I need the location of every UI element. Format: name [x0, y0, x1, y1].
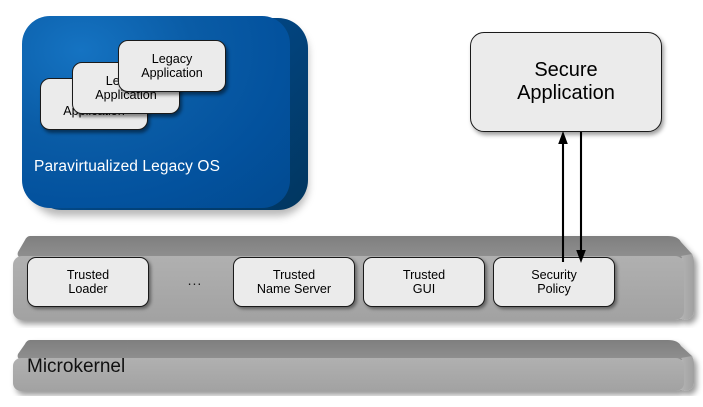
trusted-name-server-line1: Trusted — [272, 267, 316, 282]
trusted-name-server-line2: Name Server — [256, 282, 332, 296]
security-policy-box: Security Policy — [493, 257, 615, 307]
microkernel-label: Microkernel — [27, 356, 126, 377]
trusted-name-server-box: Trusted Name Server — [233, 257, 355, 307]
microkernel-slab-front-face — [13, 358, 684, 391]
legacy-application-card-3: Legacy Application — [118, 40, 226, 92]
services-slab-side-face — [678, 254, 694, 320]
trusted-gui-line1: Trusted — [402, 267, 446, 282]
trusted-loader-box: Trusted Loader — [27, 257, 149, 307]
security-policy-line2: Policy — [537, 282, 571, 296]
services-slab-top-face — [17, 236, 693, 258]
trusted-gui-box: Trusted GUI — [363, 257, 485, 307]
paravirtualized-legacy-os-label: Paravirtualized Legacy OS — [34, 158, 221, 175]
trusted-services-boxes: Trusted Loader ... Trusted Name Server T… — [0, 228, 703, 328]
secure-application-box: Secure Application — [470, 32, 662, 132]
services-ellipsis: ... — [187, 272, 203, 288]
microkernel-layer — [13, 340, 694, 391]
security-policy-line1: Security — [531, 267, 577, 282]
legacy-application-card-3-line2: Application — [141, 66, 203, 80]
microkernel-slab-side-face — [678, 356, 694, 391]
trusted-gui-line2: GUI — [412, 282, 436, 296]
secure-application-line1: Secure — [534, 58, 598, 81]
secure-application-line2: Application — [517, 82, 615, 104]
legacy-application-card-3-line1: Legacy — [151, 51, 193, 66]
trusted-loader-line1: Trusted — [66, 267, 110, 282]
microkernel-slab-top-face — [17, 340, 693, 360]
trusted-loader-line2: Loader — [68, 282, 108, 296]
